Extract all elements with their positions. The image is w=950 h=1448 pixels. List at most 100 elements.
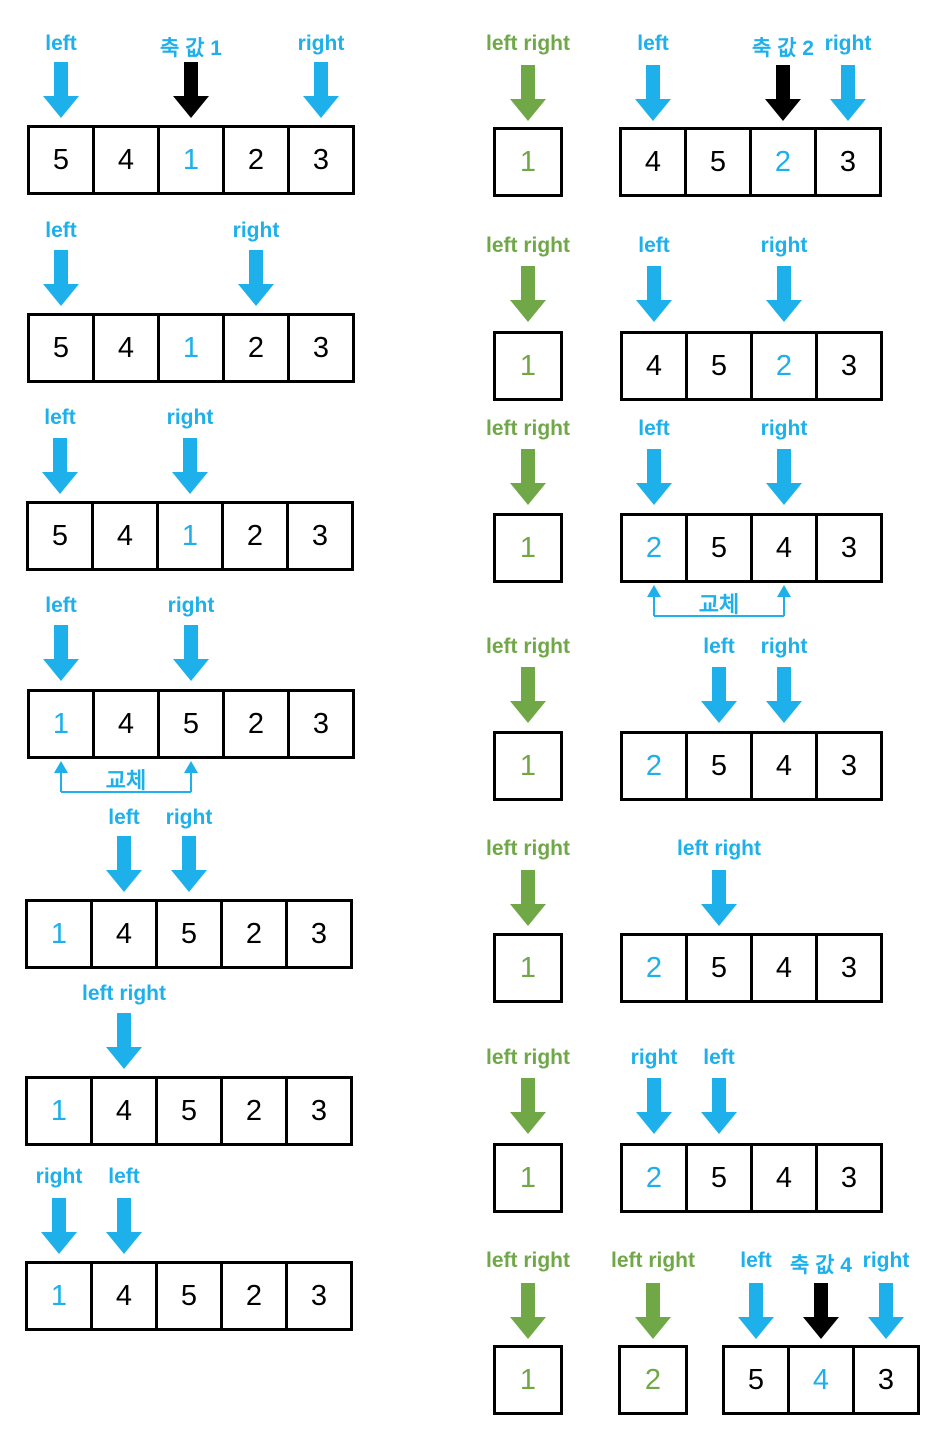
pointer-arrow-icon-wrap <box>738 1283 774 1339</box>
pivot-label: 축 값 4 <box>790 1254 852 1277</box>
pointer-arrow-icon-wrap <box>238 250 274 306</box>
array-cell: 3 <box>814 127 882 197</box>
array-cell: 4 <box>90 899 158 969</box>
array-cell: 1 <box>156 501 224 571</box>
pointer-arrow-icon-shape <box>43 250 79 306</box>
pointer-arrow-icon <box>43 625 79 681</box>
array-cell: 1 <box>493 331 563 401</box>
array-cell: 5 <box>155 1076 223 1146</box>
pointer-arrow-icon <box>171 836 207 892</box>
sorted-pointer-arrow-icon-shape <box>510 1283 546 1339</box>
sorted-pointer-arrow-icon <box>510 449 546 505</box>
pointer-arrow-icon <box>701 667 737 723</box>
pointer-label: left <box>44 406 76 429</box>
pointer-label: left <box>703 635 735 658</box>
array-cell: 2 <box>620 731 688 801</box>
pointer-label: right <box>297 32 345 55</box>
sorted-pointer-arrow-icon-wrap <box>510 266 546 322</box>
pointer-arrow-icon-wrap <box>635 65 671 121</box>
array-cell: 2 <box>620 933 688 1003</box>
pointer-arrow-icon-wrap <box>830 65 866 121</box>
pointer-arrow-icon <box>238 250 274 306</box>
sorted-pointer-label: left right <box>486 1249 570 1272</box>
sorted-pointer-label: left right <box>486 635 570 658</box>
array-cell: 2 <box>222 125 290 195</box>
pointer-arrow-icon <box>868 1283 904 1339</box>
pointer-arrow-icon <box>701 1078 737 1134</box>
swap-indicator <box>646 585 792 619</box>
pivot-arrow-icon-wrap <box>803 1283 839 1339</box>
pointer-arrow-icon-shape <box>238 250 274 306</box>
pointer-arrow-icon <box>43 250 79 306</box>
pivot-arrow-icon <box>173 62 209 118</box>
pointer-arrow-icon-wrap <box>106 1198 142 1254</box>
pointer-label: left <box>703 1046 735 1069</box>
sorted-pointer-arrow-icon-shape <box>635 1283 671 1339</box>
pointer-arrow-icon <box>636 449 672 505</box>
sorted-pointer-arrow-icon-wrap <box>510 65 546 121</box>
pointer-arrow-icon <box>635 65 671 121</box>
array-cell: 5 <box>685 731 753 801</box>
pointer-label: left <box>108 1165 140 1188</box>
pointer-arrow-icon-wrap <box>43 250 79 306</box>
pointer-label: right <box>760 417 808 440</box>
sorted-pointer-arrow-icon-shape <box>510 667 546 723</box>
array-cell: 5 <box>684 127 752 197</box>
sorted-pointer-label: left right <box>611 1249 695 1272</box>
sorted-pointer-arrow-icon-wrap <box>510 1078 546 1134</box>
array-cell: 5 <box>685 513 753 583</box>
sorted-pointer-arrow-icon <box>510 870 546 926</box>
array-cell: 1 <box>25 1076 93 1146</box>
pointer-arrow-icon-shape <box>106 1013 142 1069</box>
pointer-arrow-icon <box>173 625 209 681</box>
swap-arrowhead-icon <box>777 585 791 597</box>
sorted-pointer-label: left right <box>486 1046 570 1069</box>
array-cell: 1 <box>25 899 93 969</box>
array-cell: 2 <box>220 1076 288 1146</box>
array-cell: 3 <box>286 501 354 571</box>
array-cell: 3 <box>285 1261 353 1331</box>
pointer-label: right <box>630 1046 678 1069</box>
pointer-label: left <box>108 806 140 829</box>
array-cell: 5 <box>155 1261 223 1331</box>
pointer-arrow-icon <box>303 62 339 118</box>
pointer-arrow-icon-wrap <box>766 667 802 723</box>
pointer-arrow-icon-shape <box>766 667 802 723</box>
pointer-arrow-icon-wrap <box>43 625 79 681</box>
swap-indicator <box>53 761 199 795</box>
pointer-label: right <box>166 406 214 429</box>
array-cell: 3 <box>815 513 883 583</box>
pointer-label: right <box>165 806 213 829</box>
sorted-pointer-label: left right <box>486 32 570 55</box>
array-cell: 4 <box>91 501 159 571</box>
sorted-pointer-arrow-icon-wrap <box>510 667 546 723</box>
array-cell: 1 <box>493 1143 563 1213</box>
array-cell: 1 <box>157 125 225 195</box>
pointer-arrow-icon-wrap <box>701 870 737 926</box>
array-cell: 2 <box>222 689 290 759</box>
pivot-arrow-icon-shape <box>765 65 801 121</box>
swap-arrowhead-icon <box>647 585 661 597</box>
pointer-arrow-icon <box>738 1283 774 1339</box>
pointer-arrow-icon-shape <box>830 65 866 121</box>
sorted-pointer-arrow-icon-shape <box>510 65 546 121</box>
array-cell: 3 <box>287 689 355 759</box>
pointer-label: right <box>35 1165 83 1188</box>
array-cell: 4 <box>750 731 818 801</box>
pointer-arrow-icon-shape <box>43 625 79 681</box>
array-cell: 3 <box>815 1143 883 1213</box>
array-cell: 4 <box>92 125 160 195</box>
array-cell: 3 <box>285 1076 353 1146</box>
array-cell: 1 <box>493 1345 563 1415</box>
pointer-arrow-icon-wrap <box>106 1013 142 1069</box>
pointer-arrow-icon-shape <box>636 1078 672 1134</box>
sorted-pointer-arrow-icon <box>510 65 546 121</box>
pointer-arrow-icon-shape <box>41 1198 77 1254</box>
sorted-pointer-arrow-icon <box>510 1283 546 1339</box>
array-cell: 2 <box>749 127 817 197</box>
sorted-pointer-arrow-icon-shape <box>510 1078 546 1134</box>
pointer-arrow-icon-shape <box>701 1078 737 1134</box>
pointer-arrow-icon-shape <box>766 449 802 505</box>
pivot-arrow-icon-wrap <box>765 65 801 121</box>
